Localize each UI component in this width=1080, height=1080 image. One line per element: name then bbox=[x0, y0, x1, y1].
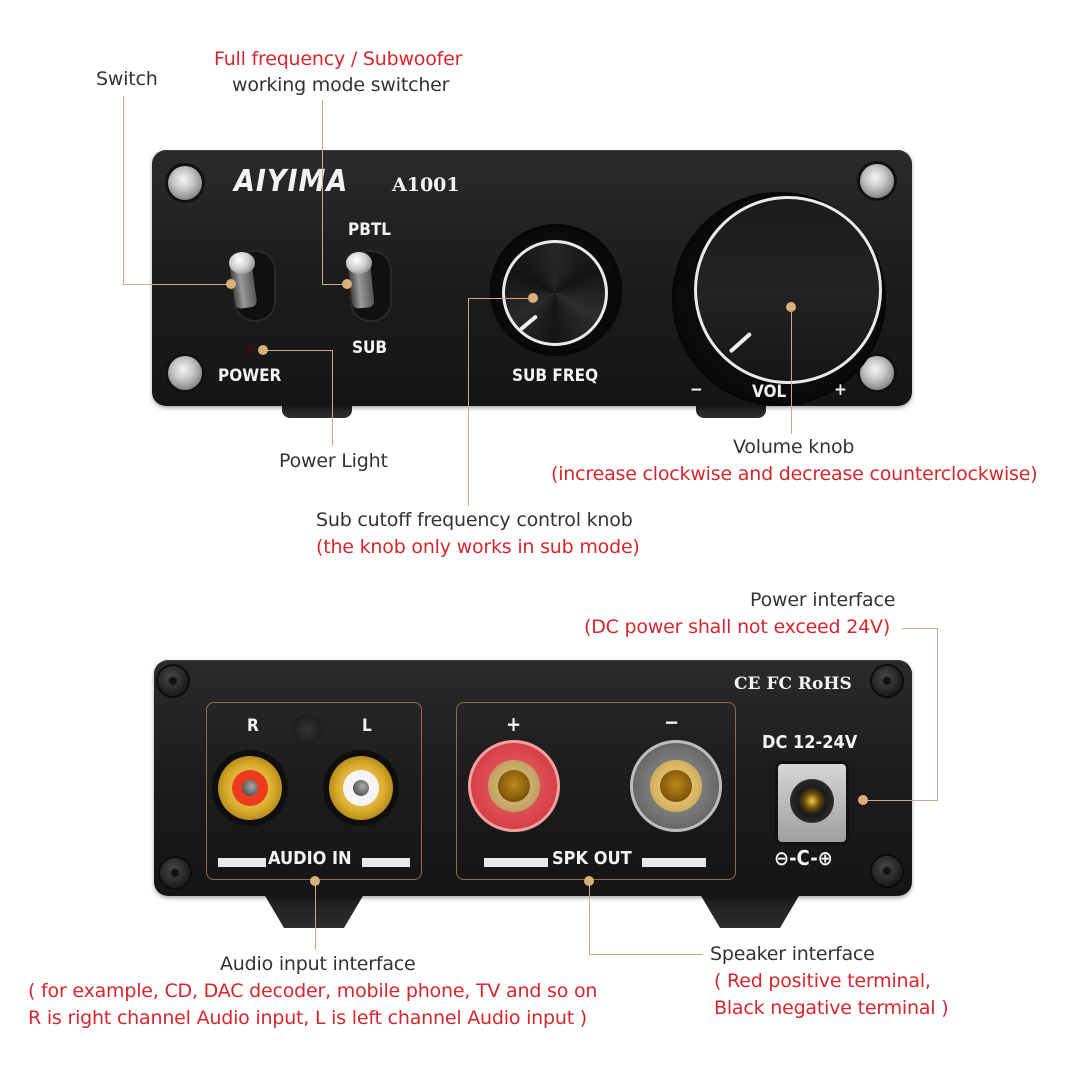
audio-in-bar-left bbox=[218, 858, 266, 867]
callout-sub-knob-note: (the knob only works in sub mode) bbox=[316, 536, 640, 558]
audio-in-bar-right bbox=[362, 858, 410, 867]
callout-dot bbox=[528, 293, 538, 303]
leader-line bbox=[866, 800, 938, 801]
screw-icon bbox=[168, 166, 202, 200]
callout-mode-title: working mode switcher bbox=[232, 74, 450, 96]
callout-sub-knob-title: Sub cutoff frequency control knob bbox=[316, 509, 633, 531]
sub-freq-knob[interactable] bbox=[502, 240, 608, 346]
callout-audio-input-note-2: R is right channel Audio input, L is lef… bbox=[28, 1007, 588, 1029]
callout-volume-title: Volume knob bbox=[733, 436, 855, 458]
audio-in-right-label: R bbox=[247, 716, 259, 736]
power-led bbox=[246, 346, 254, 354]
screw-icon bbox=[158, 666, 188, 696]
sub-freq-label: SUB FREQ bbox=[512, 366, 599, 386]
callout-switch-title: Switch bbox=[96, 68, 158, 90]
leader-line bbox=[937, 628, 938, 800]
spk-minus-label: − bbox=[664, 710, 680, 734]
speaker-terminal-negative[interactable] bbox=[630, 740, 722, 832]
leader-line bbox=[791, 310, 792, 434]
leader-line bbox=[315, 884, 316, 950]
power-switch-tip[interactable] bbox=[229, 252, 255, 274]
spk-out-bar-right bbox=[642, 858, 706, 867]
callout-speaker-note-2: Black negative terminal ) bbox=[714, 997, 949, 1019]
rear-foot-left bbox=[264, 894, 364, 928]
rear-foot-right bbox=[700, 894, 800, 928]
callout-audio-input-note-1: ( for example, CD, DAC decoder, mobile p… bbox=[28, 980, 598, 1002]
mode-pbtl-label: PBTL bbox=[348, 220, 392, 240]
leader-line bbox=[468, 298, 469, 506]
callout-dot bbox=[858, 795, 868, 805]
leader-line bbox=[589, 884, 590, 954]
model-number: A1001 bbox=[392, 174, 460, 196]
callout-speaker-note-1: ( Red positive terminal, bbox=[714, 970, 931, 992]
callout-dot bbox=[342, 279, 352, 289]
callout-power-interface-note: (DC power shall not exceed 24V) bbox=[584, 616, 891, 638]
vol-plus-label: + bbox=[834, 380, 847, 400]
brand-logo: AIYIMA bbox=[234, 164, 349, 199]
certification-marks: CE FC RoHS bbox=[734, 674, 852, 694]
callout-dot bbox=[258, 345, 268, 355]
power-label: POWER bbox=[218, 366, 282, 386]
vol-minus-label: − bbox=[690, 380, 703, 400]
leader-line bbox=[123, 96, 124, 284]
leader-line bbox=[266, 350, 332, 351]
mode-switch-tip[interactable] bbox=[346, 252, 372, 274]
dc-power-jack[interactable] bbox=[778, 764, 846, 842]
leader-line bbox=[589, 954, 703, 955]
rca-jack-left[interactable] bbox=[323, 750, 399, 826]
callout-power-interface-title: Power interface bbox=[750, 589, 896, 611]
rca-jack-right[interactable] bbox=[212, 750, 288, 826]
spk-out-title: SPK OUT bbox=[552, 848, 632, 869]
spk-out-group bbox=[456, 702, 736, 880]
callout-mode-note: Full frequency / Subwoofer bbox=[214, 48, 463, 70]
screw-icon bbox=[292, 714, 322, 744]
dc-polarity-icon: ⊖-C-⊕ bbox=[774, 846, 833, 870]
dc-rating-label: DC 12-24V bbox=[762, 732, 858, 753]
vol-label: VOL bbox=[752, 382, 787, 402]
speaker-terminal-positive[interactable] bbox=[468, 740, 560, 832]
spk-plus-label: + bbox=[506, 712, 522, 736]
callout-speaker-title: Speaker interface bbox=[710, 943, 875, 965]
leader-line bbox=[332, 350, 333, 446]
mode-sub-label: SUB bbox=[352, 338, 388, 358]
leader-line bbox=[468, 298, 530, 299]
spk-out-bar-left bbox=[484, 858, 548, 867]
callout-volume-note: (increase clockwise and decrease counter… bbox=[551, 463, 1038, 485]
audio-in-left-label: L bbox=[362, 716, 372, 736]
callout-audio-input-title: Audio input interface bbox=[220, 953, 416, 975]
leader-line bbox=[322, 284, 346, 285]
screw-icon bbox=[168, 356, 202, 390]
callout-power-light-title: Power Light bbox=[279, 450, 388, 472]
audio-in-title: AUDIO IN bbox=[268, 848, 352, 869]
screw-icon bbox=[872, 666, 902, 696]
callout-dot bbox=[584, 876, 594, 886]
callout-dot bbox=[310, 876, 320, 886]
leader-line bbox=[123, 284, 231, 285]
leader-line bbox=[322, 100, 323, 284]
callout-dot bbox=[226, 279, 236, 289]
screw-icon bbox=[160, 858, 190, 888]
leader-line bbox=[902, 628, 938, 629]
screw-icon bbox=[872, 856, 902, 886]
screw-icon bbox=[860, 164, 894, 198]
callout-dot bbox=[786, 302, 796, 312]
volume-knob[interactable] bbox=[694, 196, 882, 384]
